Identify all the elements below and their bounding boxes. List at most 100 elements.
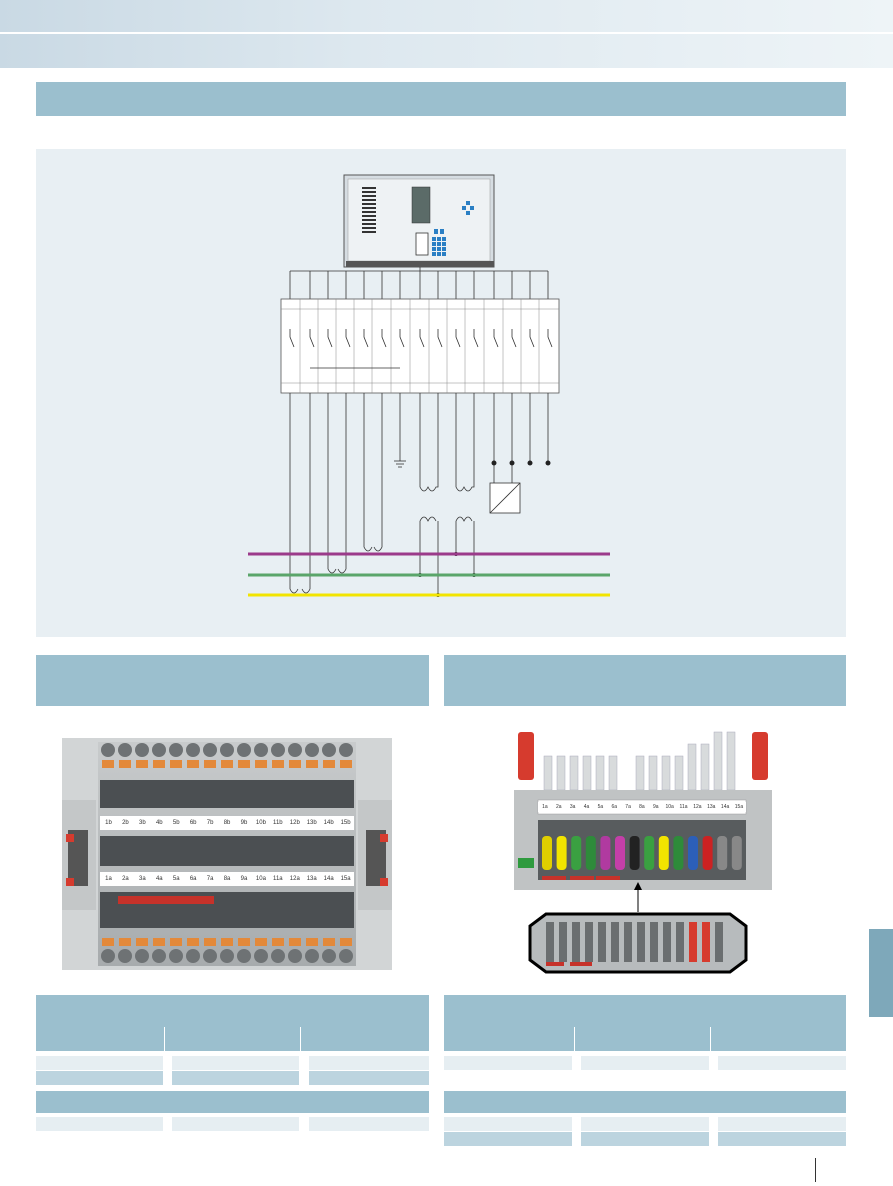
plug-label: 12a — [693, 804, 702, 810]
plug-label: 2a — [556, 804, 562, 810]
terminal-label-b: 11b — [273, 820, 283, 826]
wiring-diagram — [248, 174, 610, 597]
plug-label: 13a — [707, 804, 716, 810]
test-plug — [658, 836, 669, 870]
terminal-label-a: 5a — [172, 876, 180, 882]
terminal-label-a: 15a — [340, 876, 351, 882]
relay-keypad — [432, 229, 446, 256]
terminal-label-a: 8a — [223, 876, 231, 882]
plug-label: 5a — [597, 804, 604, 810]
test-plug — [585, 836, 596, 870]
right-table-header — [444, 995, 846, 1051]
terminal-label-b: 7b — [206, 820, 214, 826]
right-table-row-2-col-2 — [581, 1117, 709, 1131]
test-terminal-block — [280, 298, 560, 394]
protection-relay-device — [343, 174, 495, 268]
plug-label: 8a — [639, 804, 645, 810]
plug-label: 1a — [542, 804, 548, 810]
left-table-row-1-col-1 — [36, 1056, 163, 1070]
connection-harness — [289, 267, 549, 299]
terminal-label-b: 15b — [340, 820, 351, 826]
plug-label: 6a — [611, 804, 617, 810]
left-table-row-2-col-3 — [309, 1071, 429, 1085]
left-table-row-2-col-1 — [36, 1071, 163, 1085]
terminal-label-b: 1b — [105, 820, 112, 826]
terminal-label-a: 3a — [139, 876, 146, 882]
wiring-diagram-panel — [36, 149, 846, 637]
plug-label: 3a — [569, 804, 576, 810]
terminal-label-b: 3b — [139, 820, 146, 826]
left-table-subheader — [36, 1091, 429, 1113]
circuit-wiring — [289, 393, 549, 595]
right-table-row-3-col-1 — [444, 1132, 572, 1146]
relay-nav-keys — [462, 201, 474, 215]
label-strip-a: 1a 2a 3a 4a 5a 6a 7a 8a 9a 10a 11a 12a 13a 14a 15a — [100, 872, 354, 886]
test-plug — [615, 836, 625, 870]
header-band — [0, 0, 893, 68]
right-section-bar — [444, 655, 846, 706]
terminal-label-b: 12b — [289, 820, 300, 826]
test-plug — [673, 836, 684, 870]
terminal-label-a: 10a — [255, 876, 266, 882]
right-table-row-1-col-2 — [581, 1056, 709, 1070]
right-table-row-3-col-2 — [581, 1132, 709, 1146]
terminal-label-a: 11a — [273, 876, 283, 882]
left-table-row-1-col-2 — [172, 1056, 299, 1070]
terminal-label-a: 12a — [289, 876, 300, 882]
terminal-label-b: 14b — [323, 820, 334, 826]
terminal-label-a: 9a — [240, 876, 248, 882]
plug-label: 4a — [583, 804, 590, 810]
left-section-bar — [36, 655, 429, 706]
test-plug — [644, 836, 655, 870]
terminal-label-a: 1a — [105, 876, 112, 882]
terminal-label-b: 9b — [240, 820, 248, 826]
right-table-row-1-col-1 — [444, 1056, 572, 1070]
relay-display — [411, 186, 431, 224]
test-plug — [717, 836, 728, 870]
test-plug — [556, 836, 567, 870]
right-table-row-3-col-3 — [718, 1132, 846, 1146]
terminal-label-a: 4a — [155, 876, 163, 882]
right-table-row-1-col-3 — [718, 1056, 846, 1070]
plug-label: 7a — [625, 804, 631, 810]
left-table-header — [36, 995, 429, 1051]
left-table-row-3-col-1 — [36, 1117, 163, 1131]
test-plug — [600, 836, 611, 870]
plug-label: 15a — [734, 804, 744, 810]
left-table-row-3-col-3 — [309, 1117, 429, 1131]
left-table-row-3-col-2 — [172, 1117, 299, 1131]
test-plug — [731, 836, 742, 870]
test-plug — [542, 836, 552, 870]
header-divider — [0, 32, 893, 34]
section-title-bar — [36, 82, 846, 116]
test-plug — [629, 836, 640, 870]
terminal-label-a: 7a — [206, 876, 214, 882]
right-table-row-2-col-1 — [444, 1117, 572, 1131]
test-plug — [571, 836, 582, 870]
terminal-label-a: 14a — [323, 876, 334, 882]
terminal-label-b: 6b — [189, 820, 197, 826]
plug-label: 14a — [720, 804, 730, 810]
left-table-row-2-col-2 — [172, 1071, 299, 1085]
terminal-label-a: 13a — [306, 876, 317, 882]
right-table-subheader — [444, 1091, 846, 1113]
terminal-label-a: 2a — [122, 876, 129, 882]
terminal-label-b: 4b — [155, 820, 163, 826]
plug-label: 11a — [679, 804, 688, 810]
terminal-label-b: 13b — [306, 820, 317, 826]
left-table-row-1-col-3 — [309, 1056, 429, 1070]
test-plug — [688, 836, 698, 870]
right-table-row-2-col-3 — [718, 1117, 846, 1131]
terminal-label-b: 10b — [255, 820, 266, 826]
chapter-tab[interactable] — [869, 929, 893, 1017]
plug-label: 10a — [665, 804, 674, 810]
test-plug — [702, 836, 713, 870]
terminal-label-b: 2b — [122, 820, 129, 826]
terminal-label-a: 6a — [189, 876, 197, 882]
page-number-rule — [815, 1158, 816, 1182]
terminal-label-b: 8b — [223, 820, 231, 826]
